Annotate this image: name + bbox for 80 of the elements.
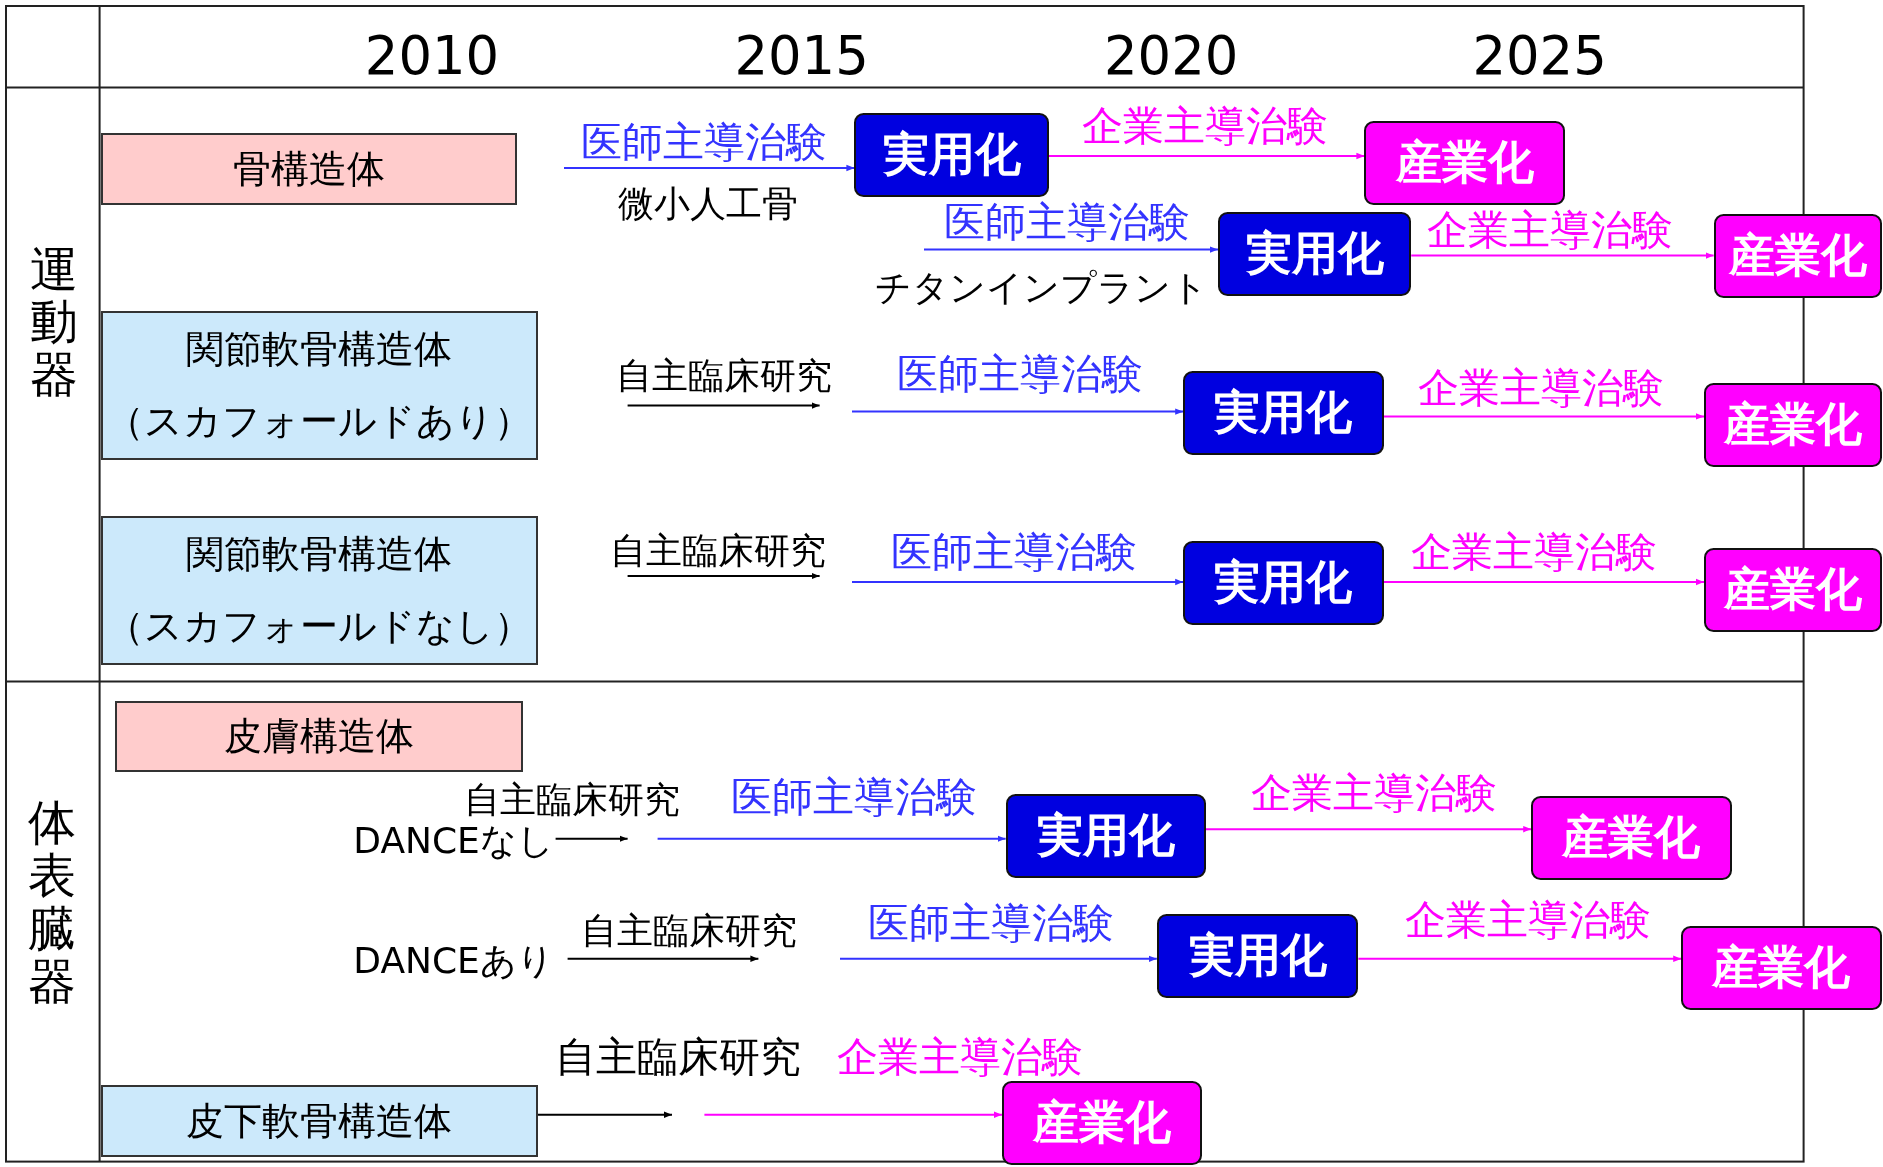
structure-box xyxy=(100,310,538,460)
note-label: 自主臨床研究 xyxy=(615,357,832,394)
node-text: 実用化 xyxy=(1245,229,1384,280)
node-text: 産業化 xyxy=(1562,812,1701,863)
arrow xyxy=(1382,578,1705,586)
milestone-box xyxy=(1218,212,1412,297)
milestone-box xyxy=(1681,926,1882,1011)
milestone-box xyxy=(1183,370,1384,455)
edge-label: 企業主導治験 xyxy=(1404,900,1651,941)
arrow xyxy=(1410,252,1715,259)
node-text: （スカフォールドあり） xyxy=(106,400,533,443)
node-text: 実用化 xyxy=(1188,931,1327,982)
edge-label: 医師主導治験 xyxy=(581,121,828,162)
milestone-box xyxy=(1531,795,1732,880)
edge-label: 医師主導治験 xyxy=(731,776,978,818)
note-label: DANCEなし xyxy=(353,823,554,860)
note-label: チタンインプラント xyxy=(875,270,1209,306)
note-label: 微小人工骨 xyxy=(618,186,798,222)
node-text: 実用化 xyxy=(1214,387,1353,438)
edge-label: 医師主導治験 xyxy=(868,902,1115,944)
edge-label: 自主臨床研究 xyxy=(555,1036,801,1078)
node-text: 実用化 xyxy=(1214,558,1353,609)
note-label: 自主臨床研究 xyxy=(580,913,797,950)
node-text: 産業化 xyxy=(1723,399,1862,450)
note-label: DANCEあり xyxy=(353,943,554,980)
node-text: 産業化 xyxy=(1723,565,1862,616)
arrow xyxy=(923,246,1219,253)
arrow xyxy=(536,1111,673,1118)
year-label: 2010 xyxy=(364,30,500,83)
node-text: 産業化 xyxy=(1712,943,1851,994)
node-text: 実用化 xyxy=(1036,811,1175,862)
edge-label: 医師主導治験 xyxy=(897,354,1143,395)
node-text: 実用化 xyxy=(882,129,1021,180)
milestone-box xyxy=(1156,914,1359,999)
edge-label: 医師主導治験 xyxy=(943,201,1190,243)
edge-label: 企業主導治験 xyxy=(837,1036,1083,1078)
milestone-box xyxy=(1002,1081,1203,1166)
milestone-box xyxy=(1713,213,1882,298)
structure-box xyxy=(100,516,538,665)
row-header: 運動器 xyxy=(30,242,78,401)
node-text: 産業化 xyxy=(1395,138,1534,189)
milestone-box xyxy=(1704,548,1882,633)
year-label: 2015 xyxy=(734,30,869,83)
node-text: （スカフォールドなし） xyxy=(106,605,533,648)
arrow xyxy=(1047,152,1366,160)
node-text: 皮膚構造体 xyxy=(224,715,415,758)
note-label: 自主臨床研究 xyxy=(609,532,826,569)
arrow xyxy=(703,1111,1003,1118)
arrow xyxy=(1205,826,1533,833)
node-text: 骨構造体 xyxy=(233,148,385,191)
structure-box xyxy=(115,700,524,772)
milestone-box xyxy=(854,112,1049,197)
arrow xyxy=(656,835,1007,842)
year-label: 2020 xyxy=(1104,30,1239,83)
arrow xyxy=(1357,955,1683,962)
arrow xyxy=(563,164,856,172)
node-text: 関節軟骨構造体 xyxy=(186,533,453,576)
note-label: 自主臨床研究 xyxy=(464,782,681,819)
row-header: 体表臓器 xyxy=(27,796,76,1008)
edge-label: 医師主導治験 xyxy=(891,531,1137,573)
edge-label: 企業主導治験 xyxy=(1410,531,1657,573)
arrow xyxy=(851,408,1185,415)
arrow xyxy=(839,955,1158,962)
edge-label: 企業主導治験 xyxy=(1417,367,1664,408)
milestone-box xyxy=(1183,541,1384,626)
node-text: 産業化 xyxy=(1033,1098,1172,1149)
edge-label: 企業主導治験 xyxy=(1081,105,1328,147)
structure-box xyxy=(100,1084,538,1157)
edge-label: 企業主導治験 xyxy=(1251,772,1497,814)
year-label: 2025 xyxy=(1472,30,1607,83)
arrow xyxy=(1382,413,1705,420)
milestone-box xyxy=(1704,382,1882,467)
milestone-box xyxy=(1364,121,1565,206)
node-text: 関節軟骨構造体 xyxy=(186,327,453,371)
node-text: 皮下軟骨構造体 xyxy=(186,1099,453,1142)
milestone-box xyxy=(1005,794,1206,879)
structure-box xyxy=(100,133,518,206)
edge-label: 企業主導治験 xyxy=(1427,210,1674,251)
node-text: 産業化 xyxy=(1728,230,1867,281)
arrow xyxy=(851,578,1185,586)
